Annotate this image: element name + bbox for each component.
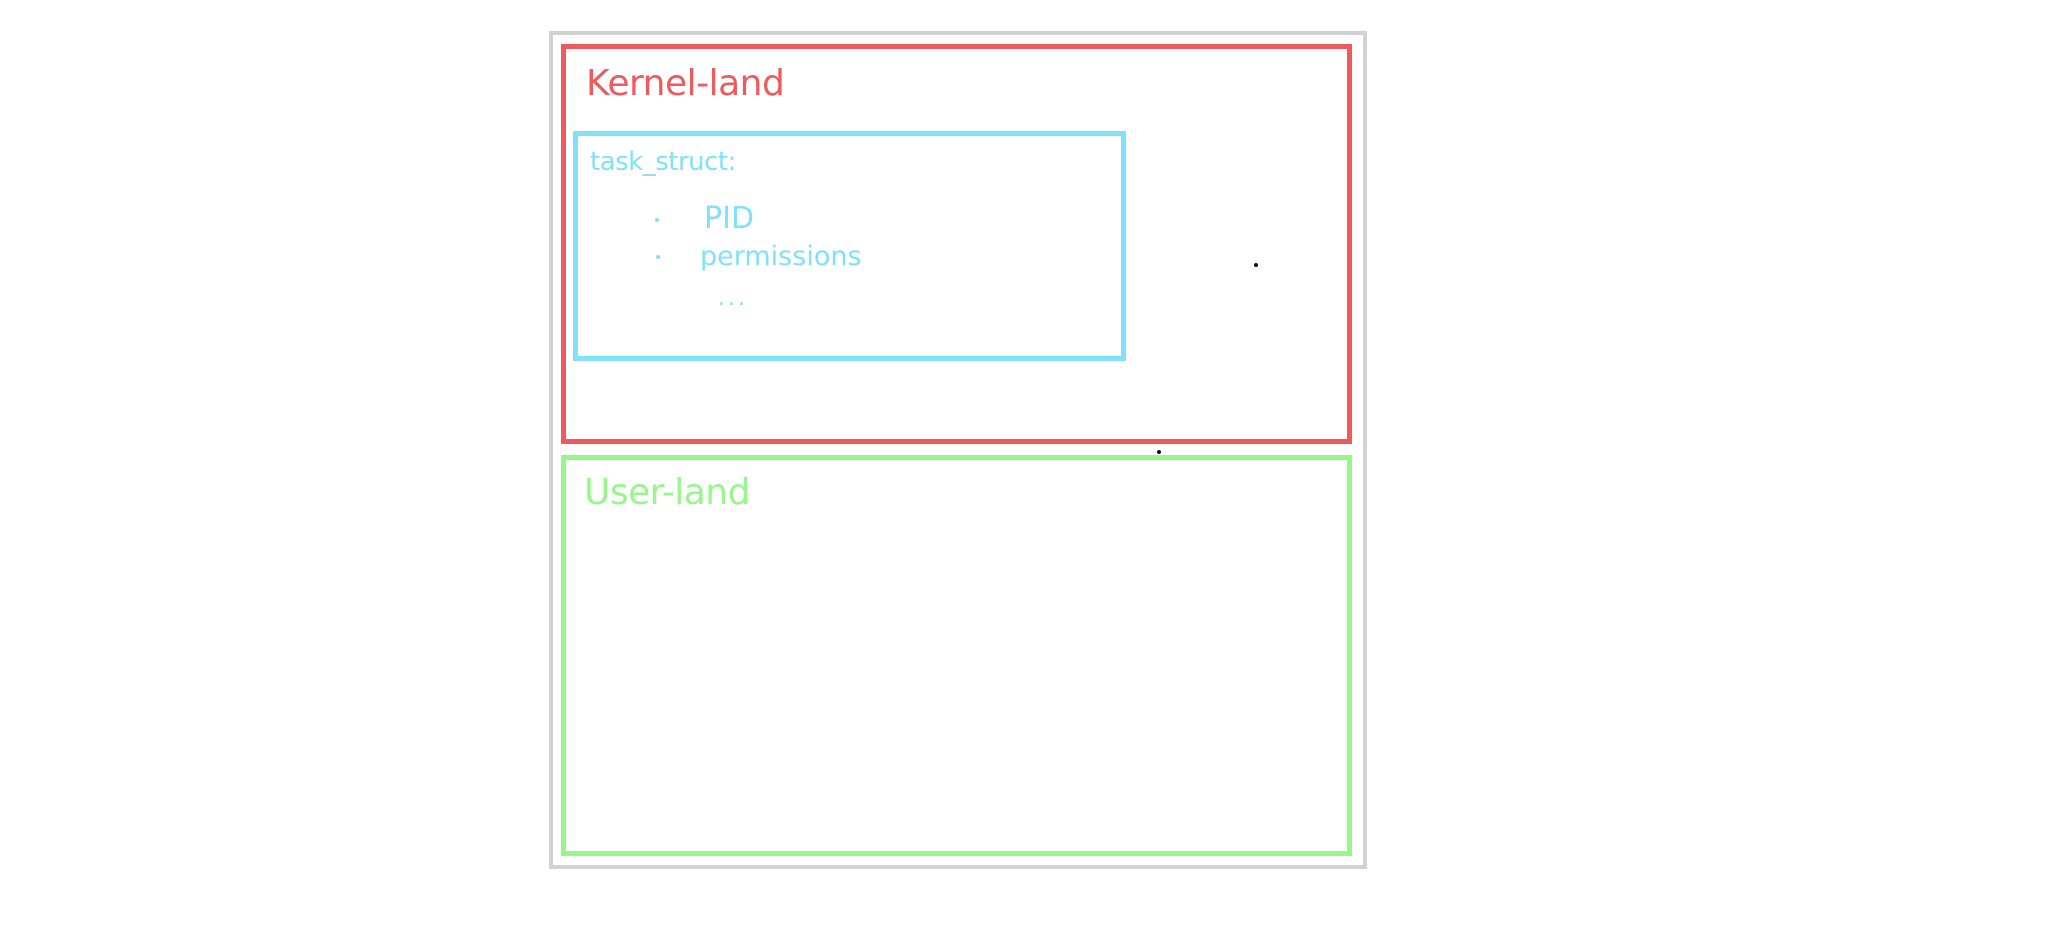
stray-dot xyxy=(1254,263,1258,267)
task-struct-box xyxy=(573,131,1126,361)
user-land-label: User-land xyxy=(584,472,750,513)
task-struct-field-permissions: permissions xyxy=(700,241,862,272)
task-struct-field-pid: PID xyxy=(704,201,755,236)
task-struct-ellipsis: ... xyxy=(718,286,748,311)
kernel-land-region xyxy=(561,44,1352,444)
task-struct-label: task_struct: xyxy=(590,147,736,177)
bullet-icon xyxy=(655,218,659,222)
bullet-icon xyxy=(656,255,660,259)
outer-frame xyxy=(549,31,1367,869)
kernel-land-label: Kernel-land xyxy=(586,63,785,104)
user-land-region xyxy=(561,455,1352,856)
stray-dot xyxy=(1157,450,1161,454)
